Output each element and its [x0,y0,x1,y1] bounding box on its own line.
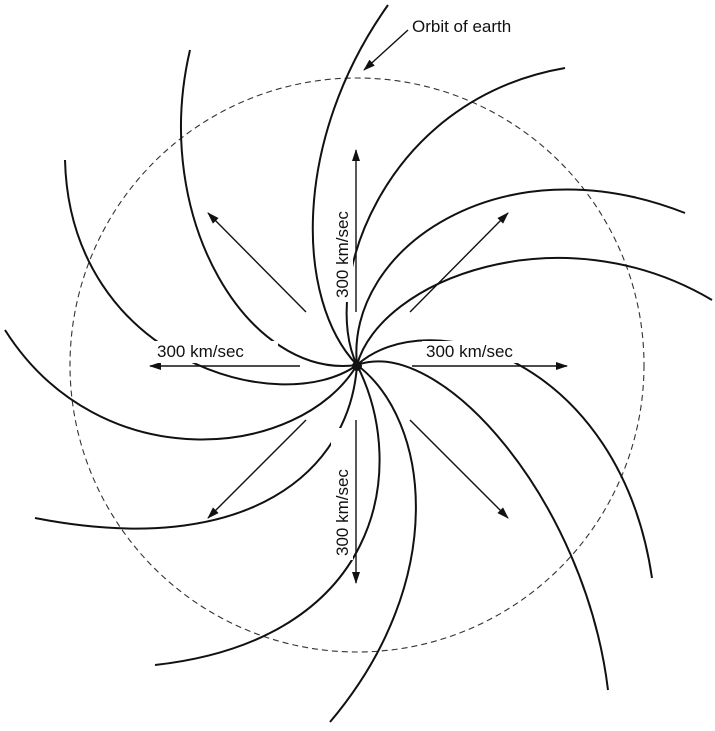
speed-label-down: 300 km/sec [333,469,352,556]
speed-label-left: 300 km/sec [157,342,244,361]
spiral-line-12 [181,50,357,366]
arrow-up-left [208,213,306,312]
sun-dot [352,361,362,371]
orbit-label-pointer [364,30,408,70]
speed-label-right: 300 km/sec [426,342,513,361]
arrow-down-right [410,420,508,518]
spiral-line-3 [356,189,685,365]
arrow-down-left [208,420,306,518]
arrow-up-right [410,213,508,312]
speed-label-up: 300 km/sec [333,211,352,298]
spiral-line-5 [357,340,652,578]
orbit-label: Orbit of earth [412,17,511,36]
velocity-arrows [150,30,567,583]
spiral-line-9 [35,365,357,529]
spiral-line-2 [347,68,565,365]
